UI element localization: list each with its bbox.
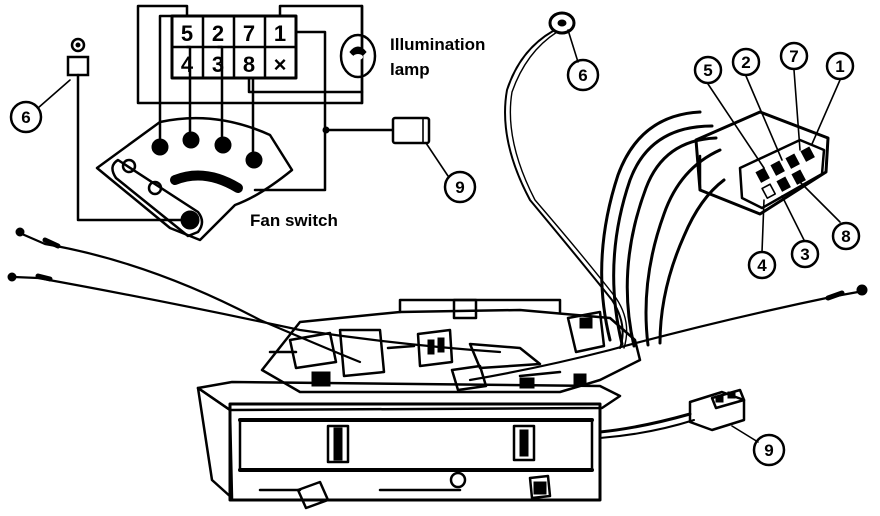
- svg-text:1: 1: [835, 57, 844, 76]
- svg-text:9: 9: [764, 441, 773, 460]
- callout-pin-5: 5: [693, 55, 723, 85]
- svg-text:4: 4: [757, 256, 767, 275]
- ground-wire-right: [504, 11, 628, 349]
- callout-pin-2: 2: [731, 47, 761, 77]
- pin-label-5: 5: [181, 21, 193, 46]
- svg-text:6: 6: [578, 66, 587, 85]
- callout-pin-7: 7: [779, 41, 809, 71]
- schematic: 5 2 7 1 4 3 8 × Illumination lamp: [9, 4, 490, 242]
- svg-text:5: 5: [703, 61, 712, 80]
- callout-pin-4: 4: [747, 250, 777, 280]
- pin-label-4: 4: [181, 52, 194, 77]
- callout-pin-1: 1: [825, 51, 855, 81]
- fan-switch-label: Fan switch: [250, 211, 338, 230]
- fan-switch-symbol: [95, 116, 294, 242]
- illumination-lamp-label: Illumination lamp: [390, 35, 490, 79]
- heater-control-assembly: 6: [7, 11, 868, 510]
- illumination-lamp-symbol: [339, 33, 377, 79]
- ground-terminal-left: [37, 37, 192, 222]
- svg-text:6: 6: [21, 108, 30, 127]
- eight-pin-connector: [694, 110, 830, 216]
- callout-9-upper: 9: [443, 170, 477, 204]
- callout-6-right: 6: [566, 58, 600, 92]
- slider-lever-left[interactable]: [326, 424, 350, 464]
- pin-label-2: 2: [212, 21, 224, 46]
- front-panel: [196, 380, 622, 502]
- pin-label-x: ×: [274, 52, 287, 77]
- slider-lever-right[interactable]: [512, 424, 536, 462]
- plug-connector-lower: [688, 388, 746, 432]
- svg-text:7: 7: [789, 47, 798, 66]
- svg-text:8: 8: [841, 227, 850, 246]
- callout-pin-3: 3: [790, 239, 820, 269]
- callout-pin-8: 8: [831, 221, 861, 251]
- plug-connector-upper: [391, 116, 431, 145]
- wire-to-lower-plug: [598, 412, 695, 439]
- pin-label-7: 7: [243, 21, 255, 46]
- svg-text:2: 2: [741, 53, 750, 72]
- svg-text:3: 3: [800, 245, 809, 264]
- callout-6-left: 6: [9, 100, 43, 134]
- svg-text:9: 9: [455, 178, 464, 197]
- slider-lever-bottom-right[interactable]: [528, 474, 552, 500]
- pin-label-1: 1: [274, 21, 286, 46]
- slider-lever-bottom-left[interactable]: [296, 480, 330, 510]
- wire-harness: [600, 110, 726, 348]
- callout-9-lower: 9: [752, 433, 786, 467]
- pin-label-8: 8: [243, 52, 255, 77]
- connector-callouts: 5 2 7 1 4 3 8: [693, 41, 861, 280]
- switch-wires: [158, 14, 394, 192]
- control-cables: [7, 227, 868, 382]
